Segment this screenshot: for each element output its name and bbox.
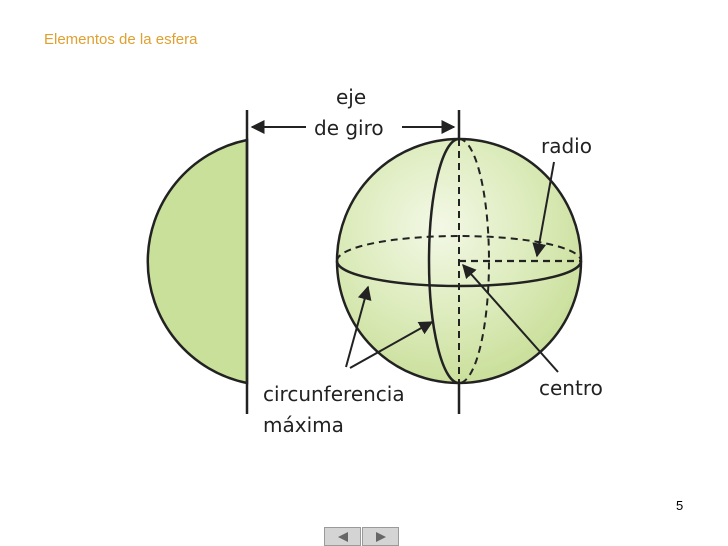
- center-label: centro: [539, 376, 603, 400]
- triangle-left-icon: [337, 531, 348, 542]
- hemisphere-shape: [146, 138, 249, 385]
- triangle-right-icon: [375, 531, 386, 542]
- radius-pointer-arrow: [532, 161, 555, 258]
- next-slide-button[interactable]: [362, 527, 399, 546]
- great-circle-meridian: [427, 137, 460, 385]
- meridian-back: [458, 138, 490, 384]
- equator-back: [336, 235, 582, 262]
- radius-label: radio: [541, 134, 592, 158]
- slide-title: Elementos de la esfera: [44, 31, 198, 48]
- previous-slide-button[interactable]: [324, 527, 361, 546]
- great-circle-pointer-arrow-1: [345, 285, 372, 368]
- axis-label-line1: eje: [336, 85, 366, 109]
- center-pointer-arrow: [462, 263, 559, 373]
- great-circle-pointer-arrow-2: [349, 321, 434, 369]
- great-circle-label-line1: circunferencia: [263, 382, 405, 406]
- page-number: 5: [676, 498, 684, 513]
- great-circle-label-line2: máxima: [263, 413, 344, 437]
- axis-label-line2: de giro: [314, 116, 384, 140]
- slide-navigation: [324, 527, 399, 546]
